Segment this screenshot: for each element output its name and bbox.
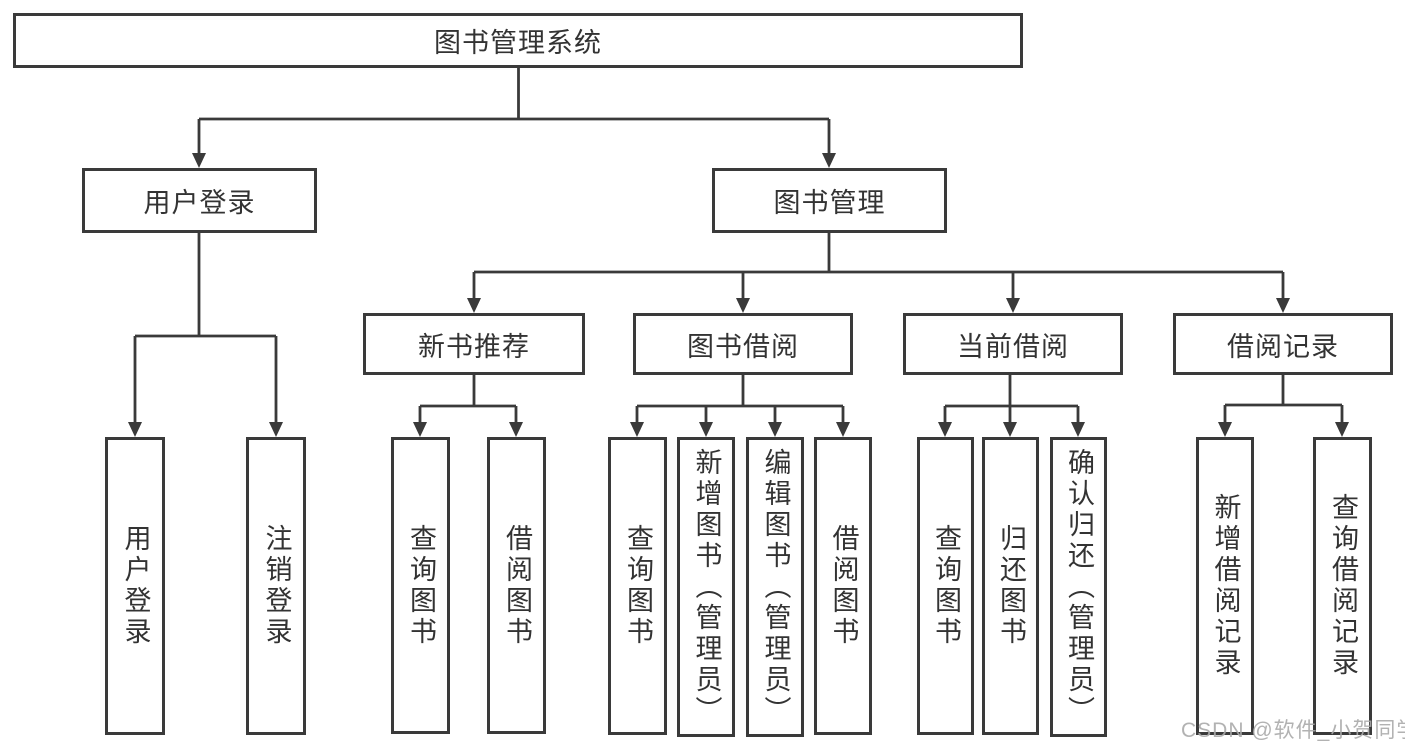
node-root: 图书管理系统 xyxy=(13,13,1023,68)
leaf-bb-edit-books-label: 编辑图书（管理员） xyxy=(760,447,791,727)
leaf-cb-return-books: 归还图书 xyxy=(982,437,1039,735)
leaf-cb-query-books: 查询图书 xyxy=(917,437,974,735)
node-borrow-records: 借阅记录 xyxy=(1173,313,1393,375)
node-new-book-rec: 新书推荐 xyxy=(363,313,585,375)
connector-borrow-records-children xyxy=(1218,375,1349,437)
leaf-br-query-record-label: 查询借阅记录 xyxy=(1328,493,1358,679)
connector-root-to-level2 xyxy=(192,68,836,168)
connector-user-login-children xyxy=(128,233,283,437)
leaf-bb-query-books-label: 查询图书 xyxy=(623,524,653,648)
connector-current-borrow-children xyxy=(938,375,1085,437)
leaf-rec-query-books: 查询图书 xyxy=(391,437,450,734)
node-book-mgmt: 图书管理 xyxy=(712,168,947,233)
node-current-borrow: 当前借阅 xyxy=(903,313,1123,375)
leaf-cb-return-books-label: 归还图书 xyxy=(996,524,1026,648)
leaf-login: 用户登录 xyxy=(105,437,165,735)
leaf-rec-borrow-books-label: 借阅图书 xyxy=(502,523,532,648)
node-root-label: 图书管理系统 xyxy=(434,28,602,58)
node-new-book-rec-label: 新书推荐 xyxy=(418,331,530,362)
leaf-rec-borrow-books: 借阅图书 xyxy=(487,437,546,734)
leaf-bb-query-books: 查询图书 xyxy=(608,437,667,735)
node-book-mgmt-label: 图书管理 xyxy=(773,188,886,218)
leaf-logout: 注销登录 xyxy=(246,437,306,735)
leaf-br-add-record: 新增借阅记录 xyxy=(1196,437,1254,735)
leaf-logout-label: 注销登录 xyxy=(261,524,292,648)
node-book-borrow: 图书借阅 xyxy=(633,313,853,375)
leaf-bb-add-books: 新增图书（管理员） xyxy=(677,437,735,737)
leaf-bb-borrow-books: 借阅图书 xyxy=(814,437,872,735)
node-borrow-records-label: 借阅记录 xyxy=(1227,331,1339,362)
csdn-watermark: CSDN @软件_小贺同学 xyxy=(1181,719,1405,742)
connector-book-borrow-children xyxy=(630,375,850,437)
leaf-cb-query-books-label: 查询图书 xyxy=(931,524,961,648)
leaf-cb-confirm-return-label: 确认归还（管理员） xyxy=(1064,447,1094,727)
node-user-login-label: 用户登录 xyxy=(143,188,256,218)
leaf-login-label: 用户登录 xyxy=(120,524,151,648)
node-book-borrow-label: 图书借阅 xyxy=(687,331,799,362)
leaf-bb-borrow-books-label: 借阅图书 xyxy=(828,524,859,648)
leaf-bb-edit-books: 编辑图书（管理员） xyxy=(746,437,804,737)
node-user-login: 用户登录 xyxy=(82,168,317,233)
connector-book-mgmt-children xyxy=(467,233,1290,313)
leaf-cb-confirm-return: 确认归还（管理员） xyxy=(1050,437,1107,737)
leaf-bb-add-books-label: 新增图书（管理员） xyxy=(691,447,722,727)
connector-new-book-rec-children xyxy=(413,375,523,437)
leaf-br-add-record-label: 新增借阅记录 xyxy=(1210,493,1241,679)
node-current-borrow-label: 当前借阅 xyxy=(957,331,1069,362)
leaf-br-query-record: 查询借阅记录 xyxy=(1313,437,1372,735)
leaf-rec-query-books-label: 查询图书 xyxy=(406,523,436,648)
